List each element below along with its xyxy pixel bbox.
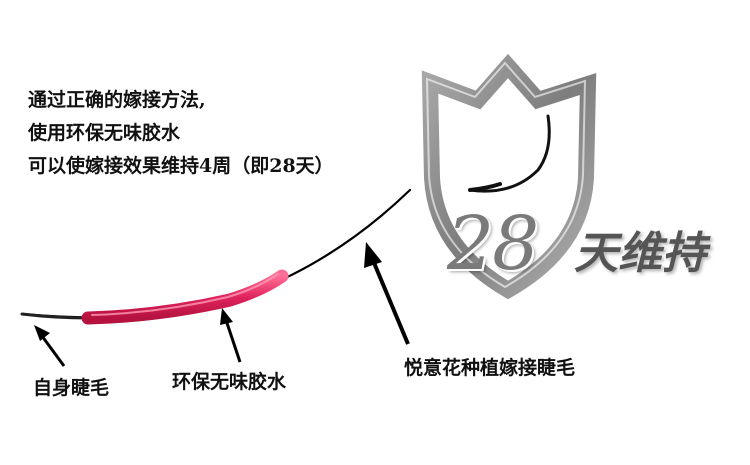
intro-line-1: 通过正确的嫁接方法, [28, 89, 206, 111]
arrow-glue [220, 308, 242, 363]
intro-line-2: 使用环保无味胶水 [28, 122, 181, 144]
intro-text: 通过正确的嫁接方法, 使用环保无味胶水 可以使嫁接效果维持4周（即28天） [28, 84, 334, 183]
intro-line-3: 可以使嫁接效果维持4周（即28天） [28, 155, 334, 177]
label-natural-lash: 自身睫毛 [33, 377, 110, 399]
glue-sleeve [81, 269, 289, 325]
shield-icon [421, 53, 597, 300]
arrow-natural [34, 325, 66, 367]
label-glue: 环保无味胶水 [172, 371, 287, 393]
label-extension-lash: 悦意花种植嫁接睫毛 [404, 357, 576, 379]
arrow-extension [364, 242, 410, 345]
badge-number: 28 [447, 201, 539, 287]
badge-text: 天维持 [574, 228, 706, 279]
